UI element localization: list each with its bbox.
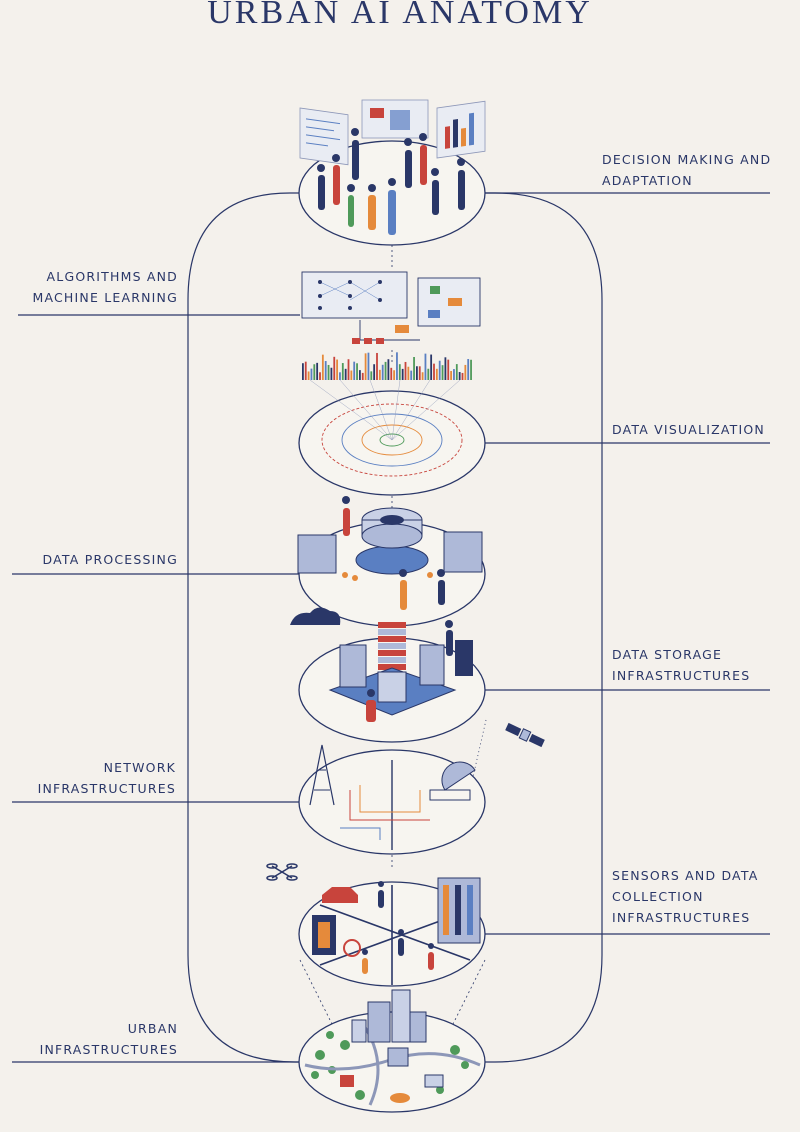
viz-bar <box>304 361 307 380</box>
viz-bar <box>441 365 444 380</box>
viz-bar <box>327 364 330 380</box>
viz-bar <box>319 372 321 380</box>
viz-bar <box>421 372 424 380</box>
viz-bar <box>361 372 364 380</box>
viz-bar <box>418 366 421 380</box>
viz-bar <box>404 361 407 380</box>
viz-bar <box>341 363 344 380</box>
label-urban: URBAN INFRASTRUCTURES <box>39 1021 178 1057</box>
data-visualization-icon <box>298 352 486 496</box>
viz-bar <box>324 361 327 380</box>
viz-bar <box>398 364 401 380</box>
viz-bar <box>302 363 304 380</box>
neural-network-flowchart-icon <box>301 271 481 344</box>
viz-bar <box>367 352 370 380</box>
viz-bar <box>316 362 319 380</box>
viz-bar <box>410 370 413 380</box>
data-processing-icon <box>297 496 486 627</box>
viz-bar <box>347 359 350 380</box>
viz-bar <box>470 359 472 380</box>
city-map-icon <box>298 989 486 1113</box>
viz-bar <box>307 371 310 380</box>
label-network: NETWORK INFRASTRUCTURES <box>37 760 176 796</box>
viz-bar <box>390 367 393 380</box>
viz-bar <box>458 372 461 380</box>
label-algorithms: ALGORITHMS AND MACHINE LEARNING <box>32 269 178 305</box>
viz-bar <box>378 369 381 380</box>
viz-bar <box>364 353 367 380</box>
viz-bar <box>461 372 464 380</box>
viz-bar <box>393 370 395 380</box>
viz-bar <box>336 359 338 380</box>
data-storage-server-icon <box>290 607 486 743</box>
people-with-dashboards-icon <box>298 99 486 246</box>
viz-bar <box>370 371 373 380</box>
label-decision-making: DECISION MAKING AND ADAPTATION <box>602 152 772 188</box>
loop-frame-right <box>485 192 603 1063</box>
viz-bar <box>387 359 390 380</box>
viz-bar <box>424 353 427 380</box>
viz-bar <box>396 352 398 380</box>
viz-bar <box>453 369 455 380</box>
viz-bar <box>435 368 438 380</box>
viz-bar <box>310 368 313 380</box>
viz-bar <box>433 363 435 380</box>
sensors-street-icon <box>298 877 486 987</box>
loop-frame <box>187 192 300 1063</box>
viz-bar <box>356 363 358 380</box>
label-data-storage: DATA STORAGE INFRASTRUCTURES <box>612 647 751 683</box>
viz-bar <box>450 371 452 380</box>
viz-bar <box>438 360 441 380</box>
viz-bar <box>339 372 341 380</box>
viz-bar <box>467 359 470 380</box>
viz-bar <box>407 366 410 380</box>
viz-bar <box>416 366 418 380</box>
network-tower-icon <box>298 744 486 855</box>
viz-bar <box>455 364 458 380</box>
viz-bar <box>384 361 387 380</box>
label-data-visualization: DATA VISUALIZATION <box>612 422 765 437</box>
label-sensors: SENSORS AND DATA COLLECTION INFRASTRUCTU… <box>612 868 759 925</box>
viz-bar <box>413 356 415 380</box>
viz-bar <box>464 364 467 380</box>
drone-icon <box>266 863 298 881</box>
page-title: URBAN AI ANATOMY <box>207 0 593 31</box>
viz-bar <box>350 370 353 380</box>
viz-bar <box>353 361 356 380</box>
viz-bar <box>333 356 336 380</box>
viz-bar <box>444 357 447 380</box>
viz-bar <box>344 368 347 380</box>
viz-bar <box>359 370 361 380</box>
viz-bar <box>321 354 324 380</box>
viz-bar <box>401 368 404 380</box>
viz-bar <box>330 367 333 380</box>
viz-bar <box>381 364 384 380</box>
viz-bar <box>373 364 376 380</box>
viz-bar <box>376 352 378 380</box>
viz-bar <box>430 354 433 380</box>
satellite-icon <box>505 722 545 748</box>
viz-bar <box>427 368 430 380</box>
viz-bar <box>313 364 316 380</box>
viz-bar <box>447 359 450 380</box>
label-data-processing: DATA PROCESSING <box>42 552 178 567</box>
